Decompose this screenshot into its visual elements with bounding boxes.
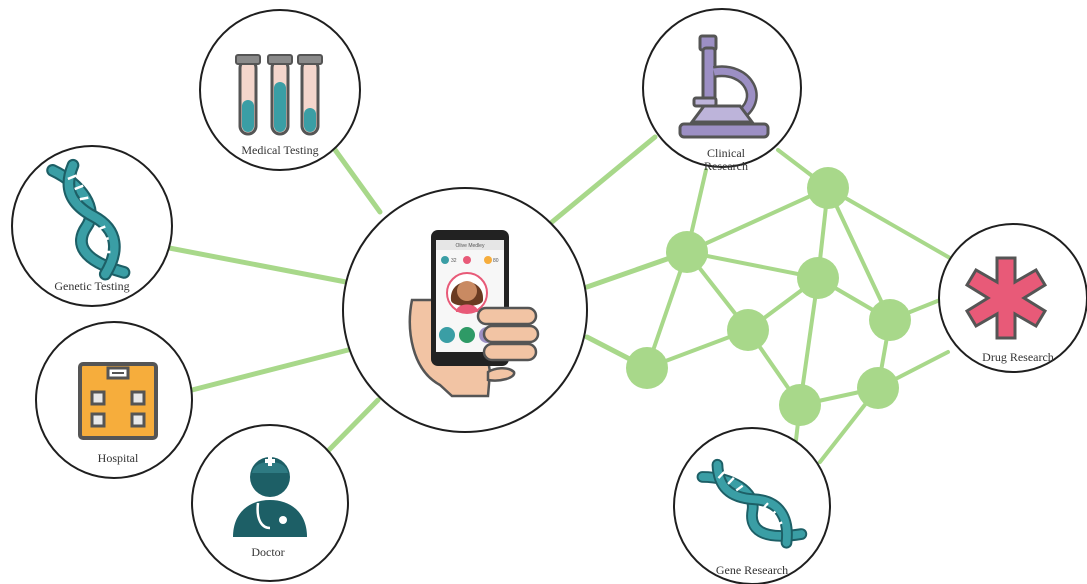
label-hospital: Hospital bbox=[98, 451, 139, 465]
doctor-icon bbox=[233, 456, 307, 537]
label-clinical-research-line2: Research bbox=[704, 159, 748, 173]
label-clinical-research-line1: Clinical bbox=[707, 146, 746, 160]
node-doctor: Doctor bbox=[191, 424, 349, 582]
spoke-links bbox=[161, 134, 690, 456]
network-node bbox=[727, 309, 769, 351]
node-hospital: Hospital bbox=[35, 321, 193, 479]
link-doctor bbox=[323, 397, 381, 456]
node-clinical-research: Clinical Research bbox=[642, 8, 802, 173]
phone-stat1: 32 bbox=[451, 258, 457, 264]
network-node bbox=[779, 384, 821, 426]
link-clinical-research bbox=[549, 134, 658, 225]
network-node bbox=[869, 299, 911, 341]
node-drug-research: Drug Research bbox=[938, 223, 1087, 373]
label-medical-testing: Medical Testing bbox=[241, 143, 318, 157]
label-gene-research: Gene Research bbox=[716, 563, 788, 577]
hospital-building-icon bbox=[78, 362, 158, 440]
node-medical-testing: Medical Testing bbox=[199, 9, 361, 171]
node-genetic-testing: Genetic Testing bbox=[11, 145, 173, 307]
network-node bbox=[807, 167, 849, 209]
phone-stat3: 80 bbox=[493, 258, 499, 264]
research-mesh bbox=[626, 148, 952, 464]
label-genetic-testing: Genetic Testing bbox=[54, 279, 129, 293]
label-doctor: Doctor bbox=[251, 545, 284, 559]
network-node bbox=[626, 347, 668, 389]
node-center-phone: Olive Medley 32 80 bbox=[342, 187, 588, 433]
phone-header: Olive Medley bbox=[456, 243, 485, 249]
link-genetic-testing bbox=[161, 244, 349, 285]
link-medical-testing bbox=[330, 144, 383, 215]
label-drug-research: Drug Research bbox=[982, 350, 1054, 364]
test-tubes-icon bbox=[235, 54, 323, 136]
hand-holding-phone-icon: Olive Medley 32 80 bbox=[408, 230, 540, 398]
medical-star-icon bbox=[964, 256, 1048, 340]
node-gene-research: Gene Research bbox=[673, 427, 831, 584]
network-node bbox=[666, 231, 708, 273]
network-node bbox=[857, 367, 899, 409]
network-node bbox=[797, 257, 839, 299]
microscope-icon bbox=[678, 34, 770, 139]
link-hospital bbox=[189, 347, 351, 393]
